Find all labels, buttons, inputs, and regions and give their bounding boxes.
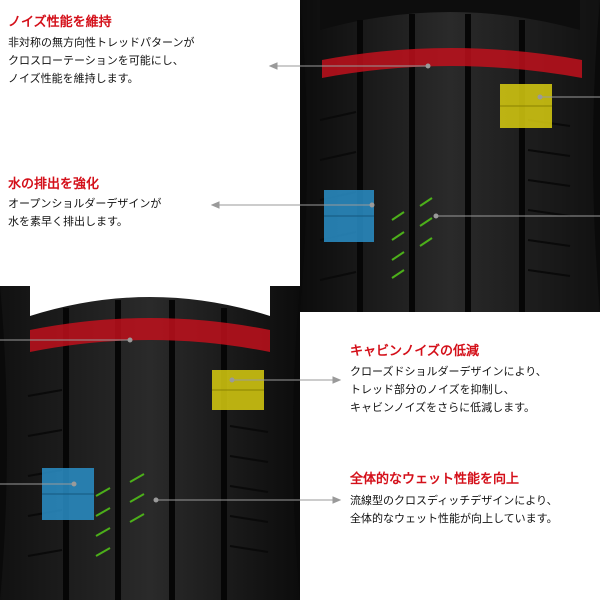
desc-line: クローズドショルダーデザインにより、: [350, 365, 547, 378]
desc-line: キャビンノイズをさらに低減します。: [350, 401, 536, 414]
feature-title-water: 水の排出を強化: [8, 177, 100, 192]
desc-line: 水を素早く排出します。: [8, 215, 128, 228]
desc-line: 非対称の無方向性トレッドパターンが: [8, 36, 195, 49]
desc-line: クロスローテーションを可能にし、: [8, 54, 184, 67]
desc-line: トレッド部分のノイズを抑制し、: [350, 383, 515, 396]
feature-title-cabin-noise: キャビンノイズの低減: [350, 344, 479, 359]
tire-image-top: [300, 0, 600, 312]
feature-title-noise: ノイズ性能を維持: [8, 15, 112, 30]
desc-line: ノイズ性能を維持します。: [8, 72, 139, 85]
feature-desc-wet: 流線型のクロスディッチデザインにより、 全体的なウェット性能が向上しています。: [350, 492, 558, 528]
desc-line: オープンショルダーデザインが: [8, 197, 162, 210]
desc-line: 全体的なウェット性能が向上しています。: [350, 512, 558, 525]
feature-desc-water: オープンショルダーデザインが 水を素早く排出します。: [8, 195, 161, 231]
tire-image-bottom: [0, 286, 300, 600]
feature-desc-cabin-noise: クローズドショルダーデザインにより、 トレッド部分のノイズを抑制し、 キャビンノ…: [350, 363, 547, 417]
desc-line: 流線型のクロスディッチデザインにより、: [350, 494, 558, 507]
feature-desc-noise: 非対称の無方向性トレッドパターンが クロスローテーションを可能にし、 ノイズ性能…: [8, 34, 194, 88]
feature-title-wet: 全体的なウェット性能を向上: [350, 472, 520, 487]
